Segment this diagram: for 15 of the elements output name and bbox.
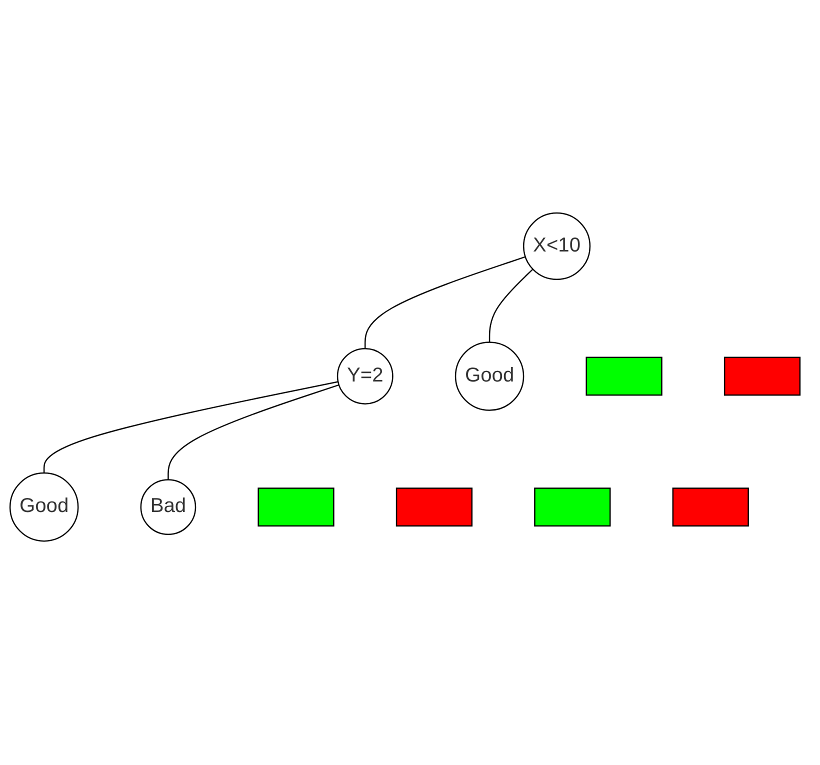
node-bar (724, 357, 801, 396)
node-bar (586, 357, 662, 396)
node-bar (396, 488, 473, 527)
connector (364, 256, 526, 350)
node-circle: Y=2 (336, 348, 394, 405)
connector (168, 384, 340, 480)
node-circle: Good (454, 342, 524, 412)
node-circle: X<10 (522, 212, 591, 280)
node-circle: Good (9, 472, 79, 542)
node-bar (258, 488, 334, 527)
node-bar (672, 488, 749, 527)
node-bar (534, 488, 611, 527)
connector (488, 269, 534, 343)
connector (43, 382, 338, 474)
node-circle: Bad (140, 480, 196, 536)
